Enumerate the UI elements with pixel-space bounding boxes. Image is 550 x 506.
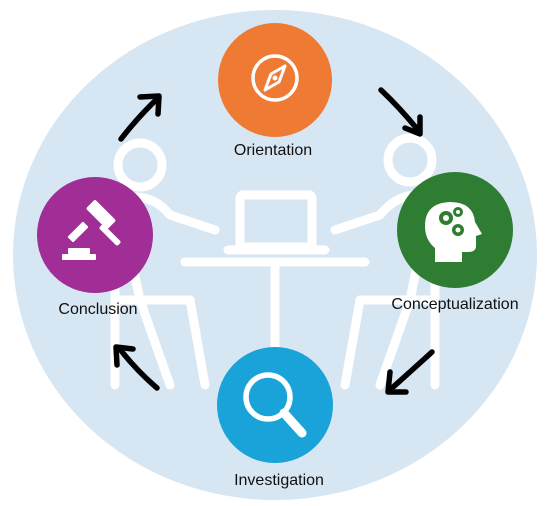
- conceptualization-node: [397, 172, 513, 288]
- right-person-head: [383, 133, 437, 187]
- compass-icon: [251, 54, 299, 102]
- arrow-investigation-to-conclusion: [113, 344, 160, 391]
- conclusion-node: [37, 177, 153, 293]
- left-person-head: [113, 138, 167, 192]
- cycle-arrows: [113, 87, 435, 395]
- magnifier-icon: [243, 372, 307, 438]
- gavel-icon: [62, 200, 121, 260]
- investigation-label: Investigation: [234, 472, 324, 489]
- orientation-label: Orientation: [233, 142, 313, 159]
- arrow-conclusion-to-orientation: [118, 93, 162, 142]
- arrow-conceptualization-to-investigation: [385, 349, 435, 395]
- conceptualization-label: Conceptualization: [391, 296, 519, 313]
- arrow-orientation-to-conceptualization: [378, 87, 423, 137]
- conclusion-label: Conclusion: [58, 301, 138, 318]
- left-person-leg: [135, 295, 175, 390]
- investigation-node: [217, 347, 333, 463]
- orientation-node: [218, 23, 332, 137]
- head-gears-icon: [425, 202, 482, 262]
- right-person-leg: [375, 295, 415, 390]
